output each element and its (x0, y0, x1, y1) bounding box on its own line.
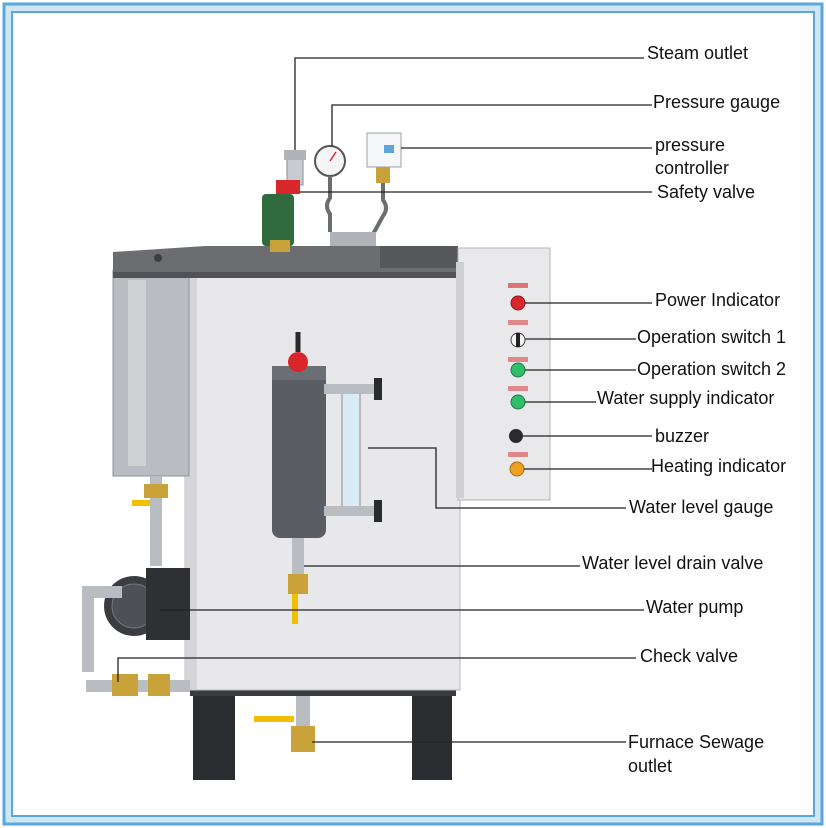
switch-1-tag (508, 320, 528, 325)
pressure-controller-fitting (376, 167, 390, 183)
label-water-supply-indicator: Water supply indicator (597, 388, 775, 408)
leader-steam-outlet (294, 57, 644, 150)
safety-valve-brass (270, 240, 290, 252)
leader-lines (117, 57, 652, 743)
label-water-level-drain-valve: Water level drain valve (582, 553, 764, 573)
steam-outlet-fitting (284, 150, 306, 160)
label-pressure-controller-line1: pressure (655, 135, 726, 155)
inlet-valve (144, 484, 168, 498)
drain-pipe (292, 538, 304, 578)
side-steel-highlight (128, 280, 146, 466)
safety-valve-red (276, 180, 300, 194)
side-steel-box (112, 269, 190, 477)
level-column-red-cap (288, 352, 308, 372)
label-heating-indicator: Heating indicator (651, 456, 787, 476)
check-valve-body (112, 674, 138, 696)
control-panel (457, 247, 551, 501)
sewage-valve-handle (254, 716, 294, 722)
sewage-pipe (296, 696, 310, 726)
label-buzzer: buzzer (655, 426, 710, 446)
operation-switch-2-light (510, 362, 526, 378)
heating-tag (508, 452, 528, 457)
power-indicator-tag (508, 283, 528, 288)
leader-pressure-gauge (331, 104, 652, 146)
top-tray (380, 246, 458, 268)
level-valve-bottom (374, 500, 382, 522)
top-plate-edge (113, 272, 460, 278)
level-arm-bottom (324, 506, 382, 516)
top-plate (113, 246, 460, 276)
pump-pipe-left (82, 590, 94, 672)
label-operation-switch-1: Operation switch 1 (637, 327, 787, 347)
label-water-pump: Water pump (646, 597, 744, 617)
label-furnace-sewage-line2: outlet (628, 756, 673, 776)
safety-valve-body (262, 194, 294, 246)
level-column (272, 372, 326, 538)
top-bolt (154, 254, 162, 262)
label-pressure-gauge: Pressure gauge (653, 92, 781, 112)
controller-siphon (370, 183, 388, 237)
vertical-inlet-pipe (150, 476, 162, 566)
right-leg (412, 692, 452, 780)
left-leg (193, 692, 235, 780)
label-safety-valve: Safety valve (657, 182, 756, 202)
operation-switch-1-handle (516, 333, 520, 347)
gauge-siphon (325, 176, 332, 232)
inlet-valve-handle (132, 500, 150, 506)
pressure-controller-label (384, 145, 394, 153)
top-manifold (330, 232, 376, 246)
power-indicator-light (510, 295, 526, 311)
sewage-valve (291, 726, 315, 752)
check-valve-body-2 (148, 674, 170, 696)
drain-valve-handle (292, 594, 298, 624)
level-arm-top (324, 384, 382, 394)
pressure-gauge-needle (329, 151, 337, 162)
leader-check-valve (117, 657, 636, 682)
leader-water-level-gauge (368, 447, 626, 509)
label-check-valve: Check valve (640, 646, 739, 666)
water-supply-tag (508, 386, 528, 391)
water-pump-motor (146, 568, 190, 640)
switch-2-tag (508, 357, 528, 362)
water-supply-indicator-light (510, 394, 526, 410)
level-column-top (272, 366, 326, 380)
control-panel-side (456, 262, 464, 498)
buzzer-light (509, 429, 523, 443)
label-steam-outlet: Steam outlet (647, 43, 749, 63)
label-pressure-controller-line2: controller (655, 158, 730, 178)
heating-indicator-light (509, 461, 525, 477)
pump-pipe-horizontal (82, 586, 122, 598)
level-valve-top (374, 378, 382, 400)
label-power-indicator: Power Indicator (655, 290, 781, 310)
label-operation-switch-2: Operation switch 2 (637, 359, 787, 379)
drain-valve-body (288, 574, 308, 594)
label-furnace-sewage-line1: Furnace Sewage (628, 732, 765, 752)
label-water-level-gauge: Water level gauge (629, 497, 774, 517)
level-glass (341, 387, 361, 513)
